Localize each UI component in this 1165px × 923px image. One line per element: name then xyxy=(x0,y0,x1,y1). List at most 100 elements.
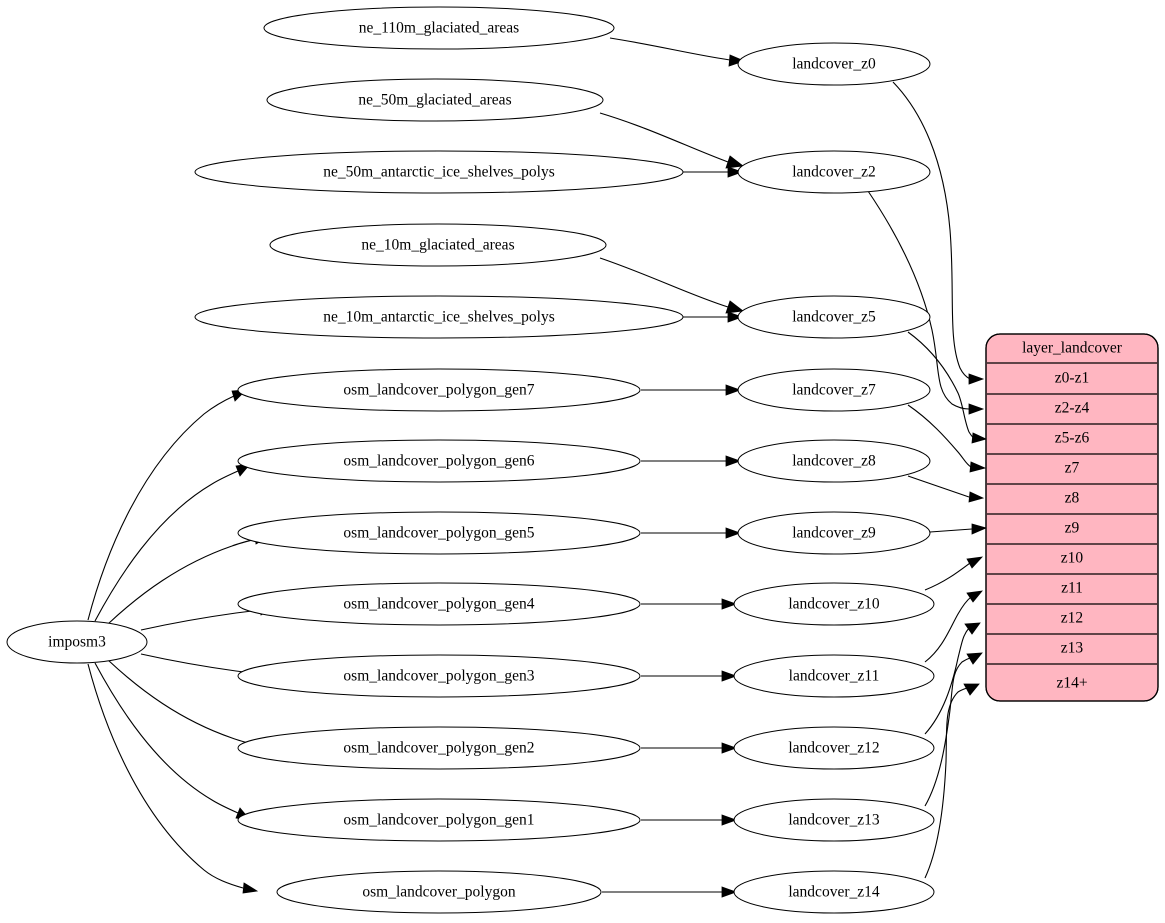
table-row-label: z5-z6 xyxy=(1055,430,1090,447)
table-row-z13[interactable]: z13 xyxy=(987,640,1157,665)
node-label: ne_10m_glaciated_areas xyxy=(361,237,514,254)
table-row-label: z9 xyxy=(1065,520,1080,537)
table-row-z8[interactable]: z8 xyxy=(987,490,1157,515)
node-label: ne_10m_antarctic_ice_shelves_polys xyxy=(323,309,555,326)
node-landcover-z9[interactable]: landcover_z9 xyxy=(737,511,931,555)
node-label: landcover_z5 xyxy=(792,309,876,326)
table-row-z14-plus[interactable]: z14+ xyxy=(1056,675,1087,692)
edge-z14-to-row-z14plus xyxy=(924,683,980,879)
node-osm-landcover-polygon-gen6[interactable]: osm_landcover_polygon_gen6 xyxy=(237,439,641,483)
table-row-z10[interactable]: z10 xyxy=(987,550,1157,575)
edge-z9-to-row-z9 xyxy=(929,523,988,535)
edge-polygon-to-z14 xyxy=(602,886,738,898)
node-label: osm_landcover_polygon_gen4 xyxy=(343,596,534,613)
table-row-z11[interactable]: z11 xyxy=(987,580,1157,605)
node-label: ne_110m_glaciated_areas xyxy=(359,20,519,37)
edge-z12-to-row-z12 xyxy=(924,622,981,735)
table-row-z9[interactable]: z9 xyxy=(987,520,1157,545)
node-osm-landcover-polygon-gen3[interactable]: osm_landcover_polygon_gen3 xyxy=(237,654,641,698)
node-landcover-z12[interactable]: landcover_z12 xyxy=(733,726,935,770)
node-label: osm_landcover_polygon_gen6 xyxy=(343,453,534,470)
table-outline xyxy=(985,333,1159,702)
node-label: landcover_z12 xyxy=(788,740,879,757)
table-row-label: z10 xyxy=(1061,550,1084,567)
node-landcover-z13[interactable]: landcover_z13 xyxy=(733,798,935,842)
node-osm-landcover-polygon-gen2[interactable]: osm_landcover_polygon_gen2 xyxy=(237,726,641,770)
node-label: imposm3 xyxy=(48,634,106,651)
node-osm-landcover-polygon-gen1[interactable]: osm_landcover_polygon_gen1 xyxy=(237,798,641,842)
node-label: osm_landcover_polygon_gen5 xyxy=(343,525,534,542)
node-landcover-z14[interactable]: landcover_z14 xyxy=(733,870,935,914)
edge-imposm3-to-gen5 xyxy=(107,533,270,625)
table-row-z2-z4[interactable]: z2-z4 xyxy=(987,400,1157,425)
node-label: landcover_z10 xyxy=(788,596,879,613)
layer-landcover-table[interactable]: layer_landcover z0-z1 z2-z4 z5-z6 z7 z8 … xyxy=(985,333,1159,702)
node-label: osm_landcover_polygon xyxy=(362,884,516,901)
edge-ne50glac-to-z2 xyxy=(599,112,745,169)
edge-ne110-to-z0 xyxy=(609,37,746,67)
node-label: ne_50m_antarctic_ice_shelves_polys xyxy=(323,164,555,181)
node-label: landcover_z0 xyxy=(792,56,876,73)
edge-gen6-to-z8 xyxy=(641,455,742,467)
edge-gen1-to-z13 xyxy=(641,814,738,826)
edge-gen4-to-z10 xyxy=(641,598,738,610)
node-ne-110m-glaciated-areas[interactable]: ne_110m_glaciated_areas xyxy=(263,6,615,50)
table-row-label: z14+ xyxy=(1056,675,1087,692)
node-label: landcover_z13 xyxy=(788,812,879,829)
node-osm-landcover-polygon-gen7[interactable]: osm_landcover_polygon_gen7 xyxy=(237,368,641,412)
table-row-z7[interactable]: z7 xyxy=(987,460,1157,485)
node-landcover-z11[interactable]: landcover_z11 xyxy=(733,654,935,698)
node-ne-10m-antarctic-ice-shelves-polys[interactable]: ne_10m_antarctic_ice_shelves_polys xyxy=(194,295,684,339)
node-osm-landcover-polygon[interactable]: osm_landcover_polygon xyxy=(276,870,602,914)
node-label: osm_landcover_polygon_gen1 xyxy=(343,812,534,829)
edge-z11-to-row-z11 xyxy=(924,590,983,663)
node-ne-50m-glaciated-areas[interactable]: ne_50m_glaciated_areas xyxy=(266,78,604,122)
node-landcover-z0[interactable]: landcover_z0 xyxy=(737,42,931,86)
edge-z13-to-row-z13 xyxy=(924,652,983,807)
table-header-label: layer_landcover xyxy=(1022,340,1123,357)
node-label: landcover_z9 xyxy=(792,525,876,542)
node-label: osm_landcover_polygon_gen7 xyxy=(343,382,534,399)
edge-ne50ant-to-z2 xyxy=(682,166,744,178)
natural-earth-nodes: ne_110m_glaciated_areas ne_50m_glaciated… xyxy=(194,6,684,339)
node-osm-landcover-polygon-gen4[interactable]: osm_landcover_polygon_gen4 xyxy=(237,582,641,626)
node-landcover-z7[interactable]: landcover_z7 xyxy=(737,368,931,412)
table-row-z12[interactable]: z12 xyxy=(987,610,1157,635)
node-ne-10m-glaciated-areas[interactable]: ne_10m_glaciated_areas xyxy=(269,223,607,267)
edge-z5-to-row-z5z6 xyxy=(907,331,988,444)
table-row-label: z0-z1 xyxy=(1055,370,1089,387)
node-landcover-z8[interactable]: landcover_z8 xyxy=(737,439,931,483)
edge-imposm3-to-gen1 xyxy=(94,662,251,821)
node-label: osm_landcover_polygon_gen2 xyxy=(343,740,534,757)
edge-gen3-to-z11 xyxy=(641,670,738,682)
table-row-label: z2-z4 xyxy=(1055,400,1090,417)
edge-ne10glac-to-z5 xyxy=(599,257,745,314)
node-imposm3[interactable]: imposm3 xyxy=(6,620,148,664)
node-landcover-z2[interactable]: landcover_z2 xyxy=(737,150,931,194)
edge-ne10ant-to-z5 xyxy=(682,311,744,323)
landcover-nodes: landcover_z0 landcover_z2 landcover_z5 l… xyxy=(733,42,935,914)
table-row-label: z7 xyxy=(1065,460,1080,477)
node-ne-50m-antarctic-ice-shelves-polys[interactable]: ne_50m_antarctic_ice_shelves_polys xyxy=(194,150,684,194)
edge-imposm3-to-gen7 xyxy=(87,389,248,621)
node-label: landcover_z11 xyxy=(789,668,880,685)
table-row-z0-z1[interactable]: z0-z1 xyxy=(987,370,1157,395)
node-label: landcover_z7 xyxy=(792,382,876,399)
node-landcover-z5[interactable]: landcover_z5 xyxy=(737,295,931,339)
node-label: osm_landcover_polygon_gen3 xyxy=(343,668,534,685)
node-landcover-z10[interactable]: landcover_z10 xyxy=(733,582,935,626)
node-label: landcover_z14 xyxy=(788,884,879,901)
edge-imposm3-to-polygon xyxy=(87,663,259,894)
node-osm-landcover-polygon-gen5[interactable]: osm_landcover_polygon_gen5 xyxy=(237,511,641,555)
table-row-label: z13 xyxy=(1061,640,1084,657)
node-label: ne_50m_glaciated_areas xyxy=(358,92,511,109)
edge-z2-to-row-z2z4 xyxy=(867,190,985,415)
node-label: landcover_z8 xyxy=(792,453,876,470)
table-header-row: layer_landcover xyxy=(987,340,1157,364)
table-row-label: z8 xyxy=(1065,490,1080,507)
edge-z0-to-row-z0z1 xyxy=(892,81,985,385)
node-label: landcover_z2 xyxy=(792,164,876,181)
table-row-z5-z6[interactable]: z5-z6 xyxy=(987,430,1157,455)
edge-gen2-to-z12 xyxy=(641,742,738,754)
